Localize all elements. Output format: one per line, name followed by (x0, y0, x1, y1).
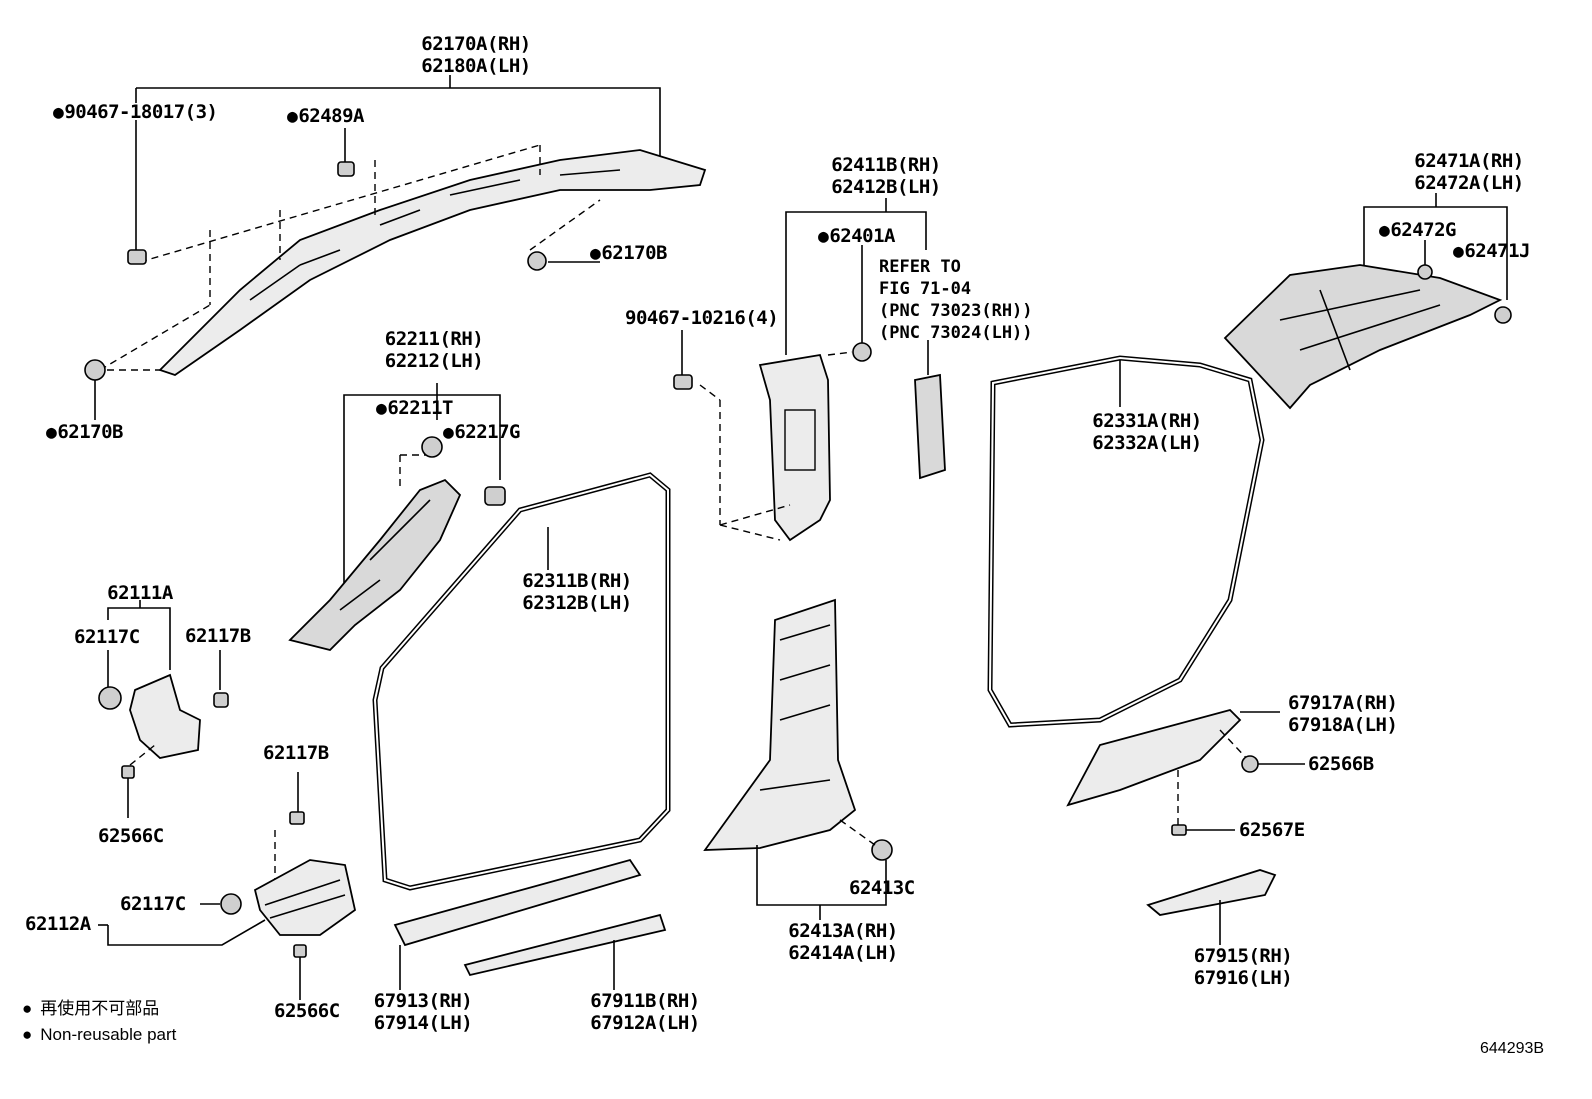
label-center-pillar-lower: 62413A(RH) 62414A(LH) (788, 920, 898, 964)
label-clip-62566c-top: 62566C (98, 825, 164, 847)
label-clip-62117c-bottom: 62117C (120, 893, 186, 915)
cowl-side-upper-drawing (98, 600, 229, 818)
legend: 再使用不可部品 Non-reusable part (22, 996, 176, 1048)
front-pillar-drawing (288, 383, 506, 651)
label-cowl-62112a: 62112A (25, 913, 91, 935)
cowl-side-lower-drawing (98, 772, 357, 1000)
label-rear-weatherstrip: 62331A(RH) 62332A(LH) (1092, 410, 1202, 454)
label-clip-62170b-right: 62170B (590, 242, 667, 265)
label-clip-62117b-bottom: 62117B (263, 742, 329, 764)
refer-note: REFER TO FIG 71-04 (PNC 73023(RH)) (PNC … (879, 257, 1033, 343)
label-clip-62471j: 62471J (1453, 240, 1530, 263)
label-clip-62566b: 62566B (1308, 753, 1374, 775)
label-rear-scuff-67917a: 67917A(RH) 67918A(LH) (1288, 692, 1398, 736)
pillar-upper-garnish-drawing (84, 75, 707, 420)
label-clip-62567e: 62567E (1239, 819, 1305, 841)
rear-pillar-drawing (1223, 193, 1512, 410)
figure-code: 644293B (1480, 1040, 1545, 1057)
label-screw-90467-18017: 90467-18017(3) (53, 101, 218, 124)
center-pillar-upper-drawing (673, 198, 946, 542)
rear-weatherstrip-drawing (987, 355, 1265, 728)
front-weatherstrip-drawing (372, 472, 671, 891)
label-rear-pillar: 62471A(RH) 62472A(LH) (1414, 150, 1524, 194)
label-front-pillar-part-number: 62211(RH) 62212(LH) (384, 328, 484, 372)
label-clip-62117b-top: 62117B (185, 625, 251, 647)
label-clip-62413c: 62413C (849, 877, 915, 899)
label-front-weatherstrip: 62311B(RH) 62312B(LH) (522, 570, 632, 614)
label-scuff-67913: 67913(RH) 67914(LH) (373, 990, 473, 1034)
legend-line-japanese: 再使用不可部品 (22, 996, 176, 1022)
front-scuff-drawing (393, 858, 667, 990)
legend-line-english: Non-reusable part (22, 1022, 176, 1048)
label-clip-62211t: 62211T (376, 397, 453, 420)
label-clip-62489a: 62489A (287, 105, 364, 128)
label-cowl-62111a: 62111A (107, 582, 173, 604)
label-center-pillar-upper: 62411B(RH) 62412B(LH) (831, 154, 941, 198)
label-pillar-upper-part-number: 62170A(RH) 62180A(LH) (421, 33, 531, 77)
label-clip-62117c-top: 62117C (74, 626, 140, 648)
label-rear-scuff-67915: 67915(RH) 67916(LH) (1193, 945, 1293, 989)
center-pillar-lower-drawing (703, 598, 893, 920)
label-clip-62472g: 62472G (1379, 219, 1456, 242)
label-screw-90467-10216: 90467-10216(4) (625, 307, 779, 329)
label-clip-62566c-bottom: 62566C (274, 1000, 340, 1022)
rear-scuff-drawing (1066, 708, 1305, 945)
label-scuff-67911b: 67911B(RH) 67912A(LH) (590, 990, 700, 1034)
label-clip-62401a: 62401A (818, 225, 895, 248)
label-clip-62170b-left: 62170B (46, 421, 123, 444)
label-clip-62217g: 62217G (443, 421, 520, 444)
